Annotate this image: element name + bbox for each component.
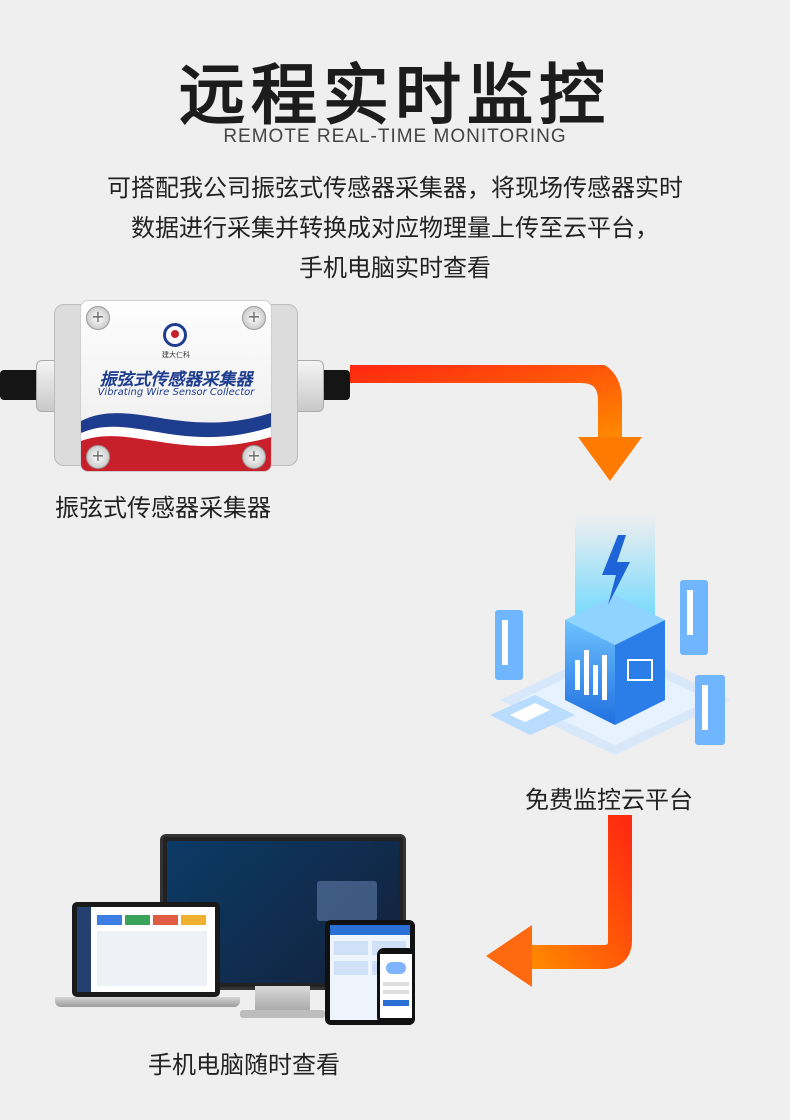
monitor-base: [240, 1010, 325, 1018]
collector-device-image: 建大仁科 振弦式传感器采集器 Vibrating Wire Sensor Col…: [0, 300, 350, 475]
page-title: 远程实时监控: [179, 57, 611, 134]
login-panel: [317, 881, 377, 921]
arrow-to-devices-icon: [486, 815, 632, 987]
collector-caption: 振弦式传感器采集器: [55, 494, 271, 522]
cloud-caption: 免费监控云平台: [525, 786, 693, 814]
devices-caption: 手机电脑随时查看: [148, 1051, 340, 1079]
cloud-platform-illustration: [490, 515, 730, 755]
monitor-stand: [255, 986, 310, 1011]
box-title: 振弦式传感器采集器: [99, 370, 253, 390]
wave-graphic: [81, 413, 271, 471]
laptop-base: [55, 997, 240, 1007]
laptop-screen: [77, 907, 215, 992]
devices-illustration: [50, 830, 420, 1030]
screw-icon: +: [242, 445, 266, 469]
description-line-2: 数据进行采集并转换成对应物理量上传至云平台，: [131, 214, 659, 242]
laptop: [72, 902, 220, 997]
page-subtitle: REMOTE REAL-TIME MONITORING: [223, 126, 567, 147]
brand-name: 建大仁科: [162, 351, 190, 359]
screw-icon: +: [86, 445, 110, 469]
description-line-3: 手机电脑实时查看: [299, 254, 491, 282]
phone: [377, 948, 415, 1024]
screw-icon: +: [86, 306, 110, 330]
collector-box: 建大仁科 振弦式传感器采集器 Vibrating Wire Sensor Col…: [80, 300, 272, 472]
screw-icon: +: [242, 306, 266, 330]
arrow-to-cloud-icon: [350, 365, 642, 481]
description-line-1: 可搭配我公司振弦式传感器采集器，将现场传感器实时: [107, 174, 683, 202]
description: 可搭配我公司振弦式传感器采集器，将现场传感器实时 数据进行采集并转换成对应物理量…: [40, 168, 750, 288]
brand-logo-icon: [163, 323, 187, 347]
box-subtitle: Vibrating Wire Sensor Collector: [97, 387, 255, 398]
